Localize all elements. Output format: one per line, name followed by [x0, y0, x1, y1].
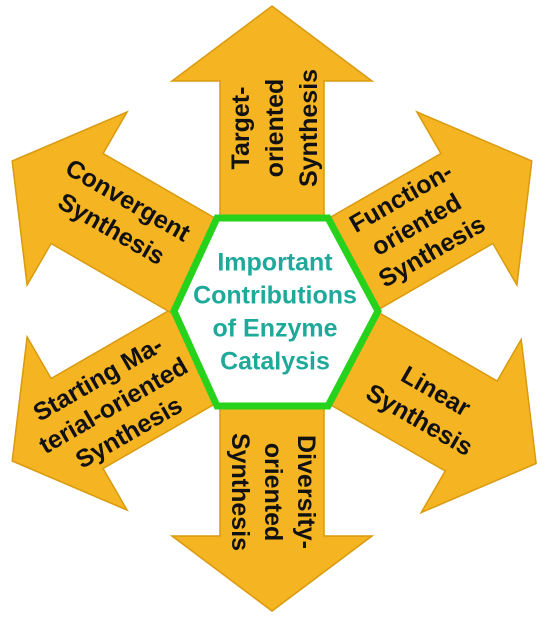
center-label-line: of Enzyme — [212, 315, 337, 343]
center-label-line: Catalysis — [220, 348, 330, 376]
target-label-line: Synthesis — [295, 69, 323, 187]
center-hexagon — [170, 214, 382, 410]
diversity-label-line: oriented — [259, 443, 287, 542]
diversity-arrow-label: Diversity-orientedSynthesis — [226, 433, 320, 551]
diversity-label-line: Diversity- — [292, 435, 320, 549]
target-label-line: Target- — [227, 87, 255, 170]
center-label-line: Contributions — [193, 282, 357, 310]
diversity-label-line: Synthesis — [226, 433, 254, 551]
center-label-line: Important — [217, 249, 333, 277]
target-label-line: oriented — [261, 79, 289, 178]
